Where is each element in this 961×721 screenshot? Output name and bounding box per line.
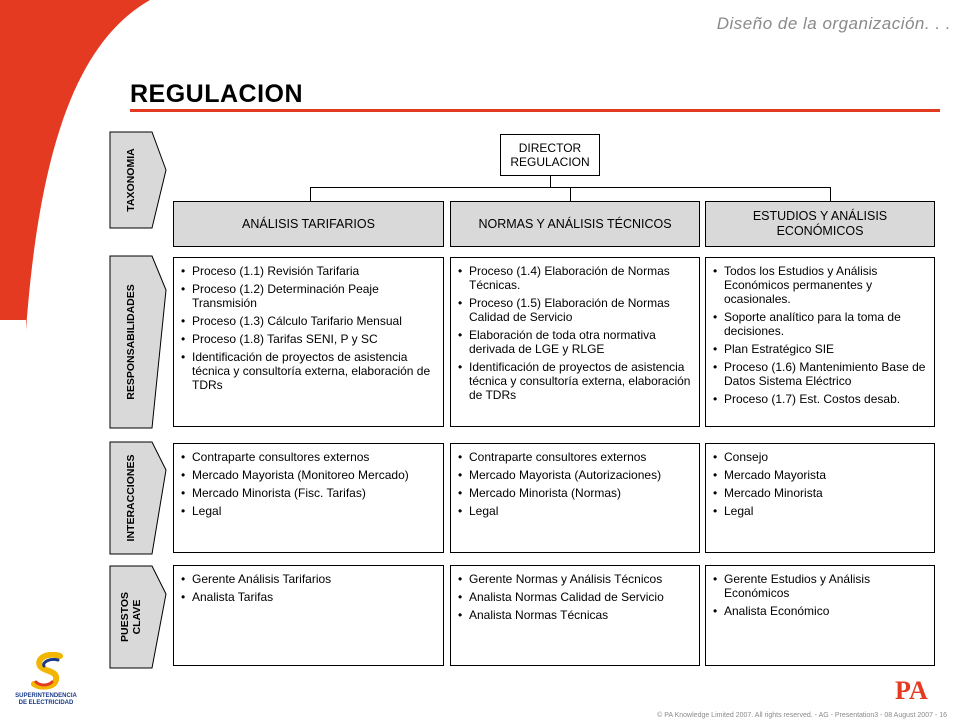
list-item: Proceso (1.6) Mantenimiento Base de Dato… (712, 360, 928, 388)
responsabilidades-col1: Proceso (1.1) Revisión Tarifaria Proceso… (173, 257, 444, 427)
list-item: Todos los Estudios y Análisis Económicos… (712, 264, 928, 306)
corner-swoosh-top (0, 0, 150, 330)
connector-col2 (570, 187, 571, 201)
list-item: Gerente Normas y Análisis Técnicos (457, 572, 693, 586)
list-item: Contraparte consultores externos (180, 450, 437, 464)
list-item: Plan Estratégico SIE (712, 342, 928, 356)
list-item: Gerente Estudios y Análisis Económicos (712, 572, 928, 600)
tab-responsabilidades-label: RESPONSABILIDADES (125, 284, 137, 400)
column-header-estudios-economicos: ESTUDIOS Y ANÁLISIS ECONÓMICOS (705, 201, 935, 247)
list-item: Mercado Mayorista (Autorizaciones) (457, 468, 693, 482)
tab-taxonomia-label: TAXONOMIA (125, 148, 137, 212)
section-header: Diseño de la organización. . . (716, 14, 951, 33)
connector-col1 (310, 187, 311, 201)
corner-mask (0, 320, 26, 721)
director-line2: REGULACION (510, 155, 590, 169)
puestos-col2: Gerente Normas y Análisis Técnicos Anali… (450, 565, 700, 666)
list-item: Mercado Mayorista (Monitoreo Mercado) (180, 468, 437, 482)
list-item: Elaboración de toda otra normativa deriv… (457, 328, 693, 356)
tab-interacciones: INTERACCIONES (110, 442, 152, 554)
list-item: Analista Económico (712, 604, 928, 618)
list-item: Proceso (1.8) Tarifas SENI, P y SC (180, 332, 437, 346)
list-item: Gerente Análisis Tarifarios (180, 572, 437, 586)
list-item: Proceso (1.7) Est. Costos desab. (712, 392, 928, 406)
tab-puestos-clave: PUESTOS CLAVE (110, 566, 152, 668)
tab-puestos-line1: PUESTOS (119, 592, 131, 642)
interacciones-col1: Contraparte consultores externos Mercado… (173, 443, 444, 553)
footer-copyright: © PA Knowledge Limited 2007. All rights … (657, 712, 947, 719)
title-underline (130, 109, 940, 112)
list-item: Legal (180, 504, 437, 518)
list-item: Proceso (1.4) Elaboración de Normas Técn… (457, 264, 693, 292)
list-item: Contraparte consultores externos (457, 450, 693, 464)
list-item: Mercado Minorista (Fisc. Tarifas) (180, 486, 437, 500)
tab-interacciones-label: INTERACCIONES (125, 454, 137, 542)
pa-logo: PA (895, 676, 928, 705)
tab-responsabilidades: RESPONSABILIDADES (110, 256, 152, 428)
puestos-col1: Gerente Análisis Tarifarios Analista Tar… (173, 565, 444, 666)
connector-col3 (830, 187, 831, 201)
interacciones-col3: Consejo Mercado Mayorista Mercado Minori… (705, 443, 935, 553)
director-line1: DIRECTOR (518, 141, 582, 155)
row-tabs (109, 131, 167, 669)
tab-taxonomia: TAXONOMIA (110, 132, 152, 228)
list-item: Mercado Minorista (Normas) (457, 486, 693, 500)
list-item: Proceso (1.1) Revisión Tarifaria (180, 264, 437, 278)
list-item: Proceso (1.3) Cálculo Tarifario Mensual (180, 314, 437, 328)
director-box: DIRECTOR REGULACION (500, 134, 600, 176)
logo-left-line1: SUPERINTENDENCIA (15, 693, 77, 699)
column-header-normas-tecnicos: NORMAS Y ANÁLISIS TÉCNICOS (450, 201, 700, 247)
connector-vertical-main (550, 176, 551, 188)
list-item: Analista Normas Técnicas (457, 608, 693, 622)
tab-puestos-clave-label: PUESTOS CLAVE (119, 592, 143, 642)
superintendencia-logo-icon (31, 652, 63, 690)
list-item: Legal (712, 504, 928, 518)
interacciones-col2: Contraparte consultores externos Mercado… (450, 443, 700, 553)
list-item: Analista Normas Calidad de Servicio (457, 590, 693, 604)
list-item: Legal (457, 504, 693, 518)
superintendencia-logo-text: SUPERINTENDENCIA DE ELECTRICIDAD (6, 693, 86, 707)
puestos-col3: Gerente Estudios y Análisis Económicos A… (705, 565, 935, 666)
list-item: Identificación de proyectos de asistenci… (180, 350, 437, 392)
list-item: Proceso (1.5) Elaboración de Normas Cali… (457, 296, 693, 324)
list-item: Consejo (712, 450, 928, 464)
list-item: Soporte analítico para la toma de decisi… (712, 310, 928, 338)
list-item: Analista Tarifas (180, 590, 437, 604)
logo-left-line2: DE ELECTRICIDAD (18, 700, 74, 706)
responsabilidades-col3: Todos los Estudios y Análisis Económicos… (705, 257, 935, 427)
list-item: Proceso (1.2) Determinación Peaje Transm… (180, 282, 437, 310)
tab-puestos-line2: CLAVE (131, 599, 143, 635)
list-item: Mercado Mayorista (712, 468, 928, 482)
responsabilidades-col2: Proceso (1.4) Elaboración de Normas Técn… (450, 257, 700, 427)
column-header-analisis-tarifarios: ANÁLISIS TARIFARIOS (173, 201, 444, 247)
list-item: Mercado Minorista (712, 486, 928, 500)
page-title: REGULACION (130, 80, 304, 108)
list-item: Identificación de proyectos de asistenci… (457, 360, 693, 402)
